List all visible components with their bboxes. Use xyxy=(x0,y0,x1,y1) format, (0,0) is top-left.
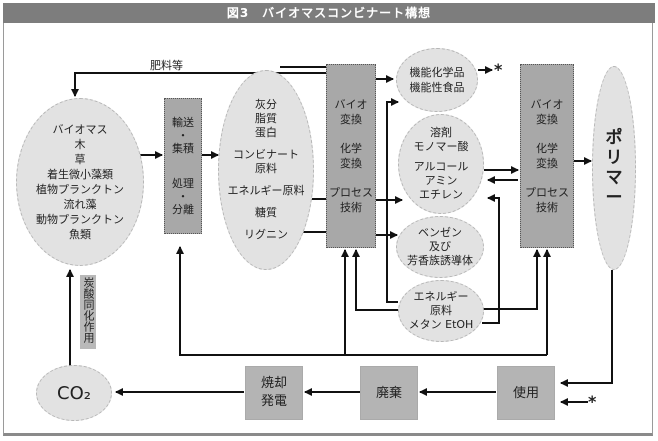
product-text: 芳香族誘導体 xyxy=(407,254,473,267)
component-text: エネルギー原料 xyxy=(227,184,305,197)
biomass-title: バイオマス xyxy=(52,123,108,136)
arrow-energy-functional xyxy=(386,98,399,303)
process-box-2: バイオ 変換 化学 変換 プロセス 技術 xyxy=(520,64,574,248)
component-text: リグニン xyxy=(244,228,288,241)
incineration-text: 焼却 xyxy=(260,376,287,391)
solvents-node: 溶剤 モノマー酸 アルコール アミン エチレン xyxy=(398,114,484,214)
biomass-item: 草 xyxy=(74,153,86,166)
process-text: バイオ xyxy=(334,98,368,111)
product-text: アルコール xyxy=(413,160,469,173)
process-text: プロセス xyxy=(329,186,373,199)
product-text: 及び xyxy=(429,240,451,253)
product-text: メタン EtOH xyxy=(408,318,474,331)
arrow-return-transport xyxy=(176,246,547,356)
component-text: コンビナート xyxy=(233,148,299,161)
functional-products-node: 機能化学品 機能性食品 xyxy=(396,48,478,112)
transport-text: 輸送 xyxy=(172,116,194,129)
disposal-text: 廃棄 xyxy=(375,385,402,401)
product-text: エチレン xyxy=(419,188,463,201)
processing-text: ・ xyxy=(177,190,189,203)
biomass-item: 魚類 xyxy=(69,228,91,241)
co2-text: CO₂ xyxy=(57,382,91,404)
polymer-node: ポ リ マ ー xyxy=(592,66,636,270)
arrow-energy-process2 xyxy=(482,249,541,310)
components-node: 灰分 脂質 蛋白 コンビナート 原料 エネルギー原料 糖質 リグニン xyxy=(218,70,314,270)
product-text: ベンゼン xyxy=(418,226,462,239)
product-text: 溶剤 xyxy=(430,126,452,139)
processing-text: 処理 xyxy=(172,177,194,190)
benzene-node: ベンゼン 及び 芳香族誘導体 xyxy=(396,216,484,278)
product-text: アミン xyxy=(424,174,458,187)
biomass-item: 植物プランクトン xyxy=(36,183,124,196)
component-text: 脂質 xyxy=(255,112,277,125)
diagram-frame xyxy=(3,23,653,436)
biomass-node: バイオマス 木 草 着生微小藻類 植物プランクトン 流れ藻 動物プランクトン 魚… xyxy=(16,98,144,266)
polymer-text: ー xyxy=(605,188,623,208)
process-text: 技術 xyxy=(340,201,362,214)
arrow-fertilizer xyxy=(71,72,328,97)
use-box: 使用 xyxy=(497,366,555,420)
product-text: モノマー酸 xyxy=(413,140,469,153)
process-box-1: バイオ 変換 化学 変換 プロセス 技術 xyxy=(326,64,376,248)
component-text: 灰分 xyxy=(255,98,277,111)
process-text: 化学 xyxy=(340,142,362,155)
disposal-box: 廃棄 xyxy=(360,366,418,420)
transport-processing-box: 輸送 ・ 集積 処理 ・ 分離 xyxy=(164,98,202,234)
process-text: 技術 xyxy=(536,201,558,214)
photosynthesis-label: 炭酸同化作用 xyxy=(80,275,96,349)
polymer-text: リ xyxy=(605,148,623,168)
processing-text: 分離 xyxy=(172,203,194,216)
fertilizer-label: 肥料等 xyxy=(150,59,183,72)
process-text: 変換 xyxy=(536,157,558,170)
process-text: 変換 xyxy=(340,113,362,126)
polymer-text: ポ xyxy=(605,128,623,148)
process-text: プロセス xyxy=(525,186,569,199)
arrow-energy-solvents xyxy=(482,194,500,324)
transport-text: 集積 xyxy=(172,142,194,155)
component-text: 原料 xyxy=(255,162,277,175)
arrow-polymer-use xyxy=(560,270,613,387)
process-text: 変換 xyxy=(340,157,362,170)
co2-node: CO₂ xyxy=(36,365,112,421)
use-text: 使用 xyxy=(512,385,539,401)
transport-text: ・ xyxy=(177,129,189,142)
process-text: バイオ xyxy=(530,98,564,111)
process-text: 化学 xyxy=(536,142,558,155)
biomass-item: 木 xyxy=(74,138,86,151)
biomass-item: 流れ藻 xyxy=(63,198,97,211)
incineration-text: 発電 xyxy=(260,394,287,409)
component-text: 蛋白 xyxy=(255,126,277,139)
product-text: エネルギー xyxy=(413,290,469,303)
biomass-item: 動物プランクトン xyxy=(36,213,124,226)
process-text: 変換 xyxy=(536,113,558,126)
figure-title: 図3 バイオマスコンビナート構想 xyxy=(3,3,655,23)
photosynthesis-text: 炭酸同化作用 xyxy=(82,277,95,343)
product-text: 機能化学品 xyxy=(409,66,465,79)
star-marker-bottom: * xyxy=(588,392,597,411)
biomass-item: 着生微小藻類 xyxy=(47,168,113,181)
energy-feedstock-node: エネルギー 原料 メタン EtOH xyxy=(398,280,484,342)
product-text: 原料 xyxy=(430,304,452,317)
arrow-energy-process1 xyxy=(352,249,400,311)
incineration-box: 焼却 発電 xyxy=(245,366,303,420)
component-text: 糖質 xyxy=(255,206,277,219)
star-marker-top: * xyxy=(494,60,503,79)
product-text: 機能性食品 xyxy=(409,81,465,94)
polymer-text: マ xyxy=(605,168,623,188)
